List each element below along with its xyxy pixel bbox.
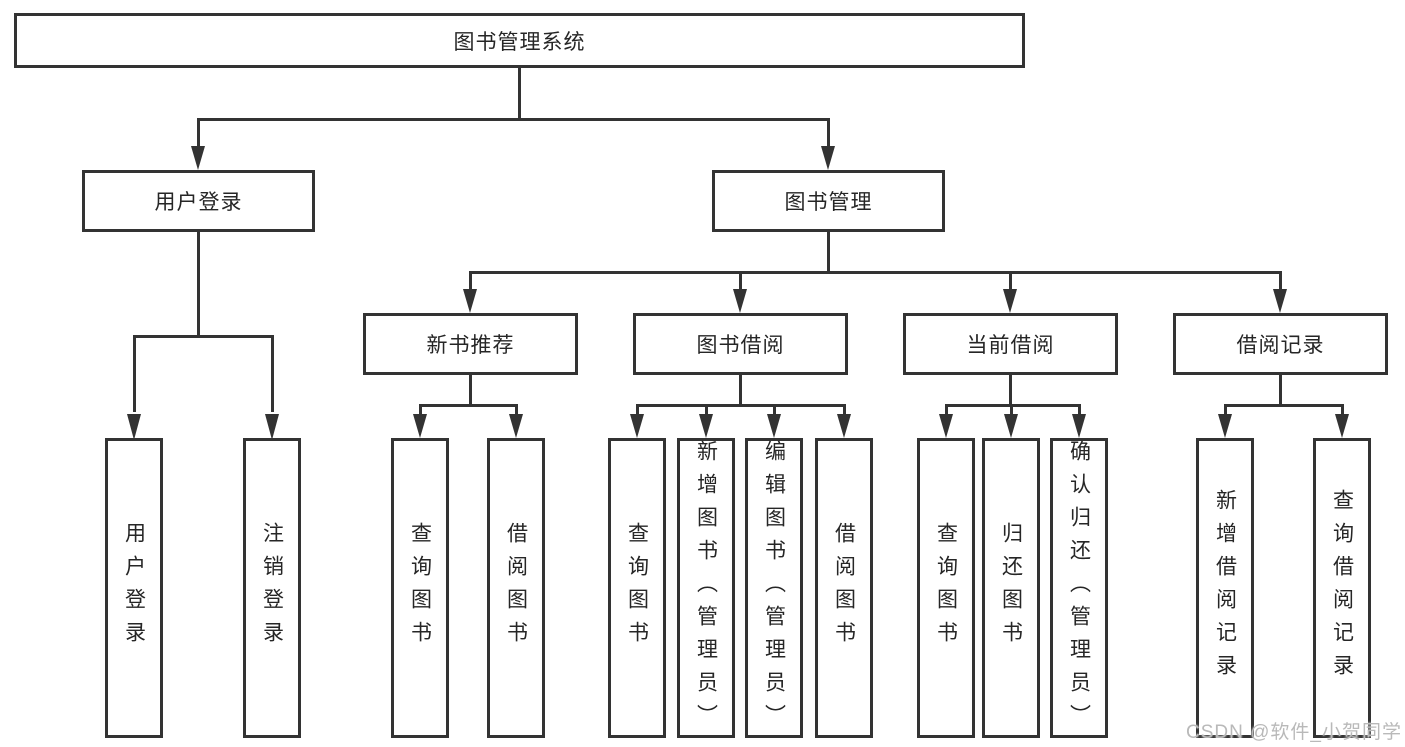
connector-line [826, 232, 830, 274]
arrow-down-icon [821, 146, 835, 170]
connector-line [1340, 404, 1344, 416]
node-library-management-system: 图书管理系统 [14, 13, 1025, 68]
leaf-borrow-books-1: 借阅图书 [487, 438, 545, 738]
connector-line [468, 374, 472, 407]
leaf-return-books: 归还图书 [982, 438, 1040, 738]
leaf-return-books-label: 归还图书 [999, 522, 1023, 654]
connector-line [468, 271, 472, 290]
node-book-management: 图书管理 [712, 170, 945, 232]
connector-line [468, 271, 1282, 274]
arrow-down-icon [265, 414, 279, 440]
connector-line [196, 118, 830, 121]
connector-line [196, 232, 200, 338]
arrow-down-icon [127, 414, 141, 440]
leaf-add-borrow-record: 新增借阅记录 [1196, 438, 1254, 738]
connector-line [132, 335, 274, 338]
node-library-management-system-label: 图书管理系统 [453, 30, 586, 54]
connector-line [1077, 404, 1081, 416]
leaf-borrow-books-1-label: 借阅图书 [504, 522, 528, 654]
leaf-add-borrow-record-label: 新增借阅记录 [1213, 489, 1237, 687]
arrow-down-icon [733, 289, 747, 313]
arrow-down-icon [767, 414, 781, 438]
leaf-query-books-2: 查询图书 [608, 438, 666, 738]
arrow-down-icon [463, 289, 477, 313]
leaf-query-books-1-label: 查询图书 [408, 522, 432, 654]
connector-line [842, 404, 846, 416]
arrow-down-icon [1218, 414, 1232, 438]
leaf-logout-label: 注销登录 [260, 522, 284, 654]
leaf-query-books-3: 查询图书 [917, 438, 975, 738]
node-user-login: 用户登录 [82, 170, 315, 232]
node-current-borrowing-label: 当前借阅 [966, 334, 1055, 357]
node-book-borrowing-label: 图书借阅 [696, 334, 785, 357]
leaf-logout: 注销登录 [243, 438, 301, 738]
leaf-query-books-1: 查询图书 [391, 438, 449, 738]
arrow-down-icon [509, 414, 523, 438]
node-new-book-recommendation-label: 新书推荐 [426, 334, 515, 357]
leaf-edit-books-admin: 编辑图书（管理员） [745, 438, 803, 738]
leaf-borrow-books-2-label: 借阅图书 [832, 522, 856, 654]
arrow-down-icon [1004, 414, 1018, 438]
node-book-management-label: 图书管理 [784, 191, 873, 214]
connector-line [738, 271, 742, 290]
leaf-user-login-label: 用户登录 [122, 522, 146, 654]
leaf-add-books-admin-label: 新增图书（管理员） [694, 439, 718, 737]
csdn-watermark: CSDN @软件_小贺同学 [1186, 722, 1402, 743]
connector-line [1008, 374, 1012, 407]
connector-line [1223, 404, 1344, 407]
connector-line [418, 404, 518, 407]
leaf-query-books-3-label: 查询图书 [934, 522, 958, 654]
node-borrowing-records: 借阅记录 [1173, 313, 1388, 375]
arrow-down-icon [413, 414, 427, 438]
connector-line [517, 68, 521, 121]
leaf-user-login: 用户登录 [105, 438, 163, 738]
connector-line [1009, 404, 1013, 416]
arrow-down-icon [191, 146, 205, 170]
connector-line [418, 404, 422, 416]
leaf-edit-books-admin-label: 编辑图书（管理员） [762, 439, 786, 737]
arrow-down-icon [1335, 414, 1349, 438]
connector-line [196, 118, 200, 147]
connector-line [132, 335, 136, 412]
connector-line [738, 374, 742, 407]
connector-line [1223, 404, 1227, 416]
leaf-borrow-books-2: 借阅图书 [815, 438, 873, 738]
connector-line [944, 404, 1081, 407]
leaf-query-borrow-record-label: 查询借阅记录 [1330, 489, 1354, 687]
connector-line [1008, 271, 1012, 290]
connector-line [1278, 374, 1282, 407]
leaf-confirm-return-admin: 确认归还（管理员） [1050, 438, 1108, 738]
connector-line [1278, 271, 1282, 290]
arrow-down-icon [1072, 414, 1086, 438]
connector-line [944, 404, 948, 416]
connector-line [514, 404, 518, 416]
arrow-down-icon [939, 414, 953, 438]
leaf-query-books-2-label: 查询图书 [625, 522, 649, 654]
connector-line [704, 404, 708, 416]
connector-line [270, 335, 274, 412]
connector-line [772, 404, 776, 416]
node-book-borrowing: 图书借阅 [633, 313, 848, 375]
arrow-down-icon [630, 414, 644, 438]
arrow-down-icon [1003, 289, 1017, 313]
leaf-query-borrow-record: 查询借阅记录 [1313, 438, 1371, 738]
node-borrowing-records-label: 借阅记录 [1236, 334, 1325, 357]
leaf-add-books-admin: 新增图书（管理员） [677, 438, 735, 738]
connector-line [826, 118, 830, 147]
node-new-book-recommendation: 新书推荐 [363, 313, 578, 375]
node-current-borrowing: 当前借阅 [903, 313, 1118, 375]
arrow-down-icon [1273, 289, 1287, 313]
leaf-confirm-return-admin-label: 确认归还（管理员） [1067, 439, 1091, 737]
connector-line [635, 404, 846, 407]
arrow-down-icon [837, 414, 851, 438]
connector-line [635, 404, 639, 416]
node-user-login-label: 用户登录 [154, 191, 243, 214]
arrow-down-icon [699, 414, 713, 438]
